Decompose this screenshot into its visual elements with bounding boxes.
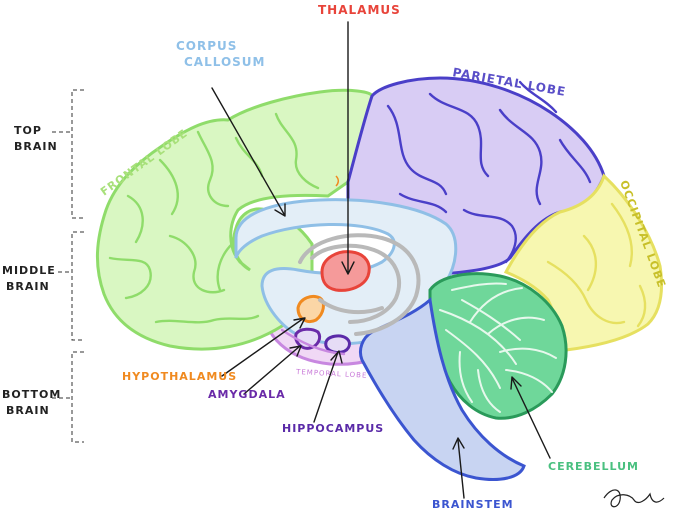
corpus-callosum-label-line2: CALLOSUM <box>184 55 266 69</box>
brainstem-pointer <box>457 439 465 499</box>
cerebellum-pointer <box>511 377 551 459</box>
artist-signature <box>603 489 665 508</box>
bottom-brain-label-line2: BRAIN <box>6 404 50 417</box>
middle-brain-label-line2: BRAIN <box>6 280 50 293</box>
hippocampus-arrowhead <box>330 350 343 364</box>
sketch-mark <box>335 175 340 187</box>
top-brain-label-line1: TOP <box>14 124 42 137</box>
corpus-callosum-label-line1: CORPUS <box>176 39 237 53</box>
amygdala-arrowhead <box>289 345 302 357</box>
brainstem-arrowhead <box>452 437 465 450</box>
amygdala-label: AMYGDALA <box>208 388 286 401</box>
amygdala-pointer <box>243 345 301 395</box>
cerebellum-arrowhead <box>510 376 522 390</box>
section-brackets <box>52 89 84 443</box>
pointer-lines <box>211 21 551 499</box>
amygdala-region <box>294 327 322 350</box>
thalamus-label: THALAMUS <box>318 3 401 17</box>
cerebellum-label: CEREBELLUM <box>548 460 639 473</box>
corpus-callosum-pointer <box>211 87 285 215</box>
hypothalamus-arrowhead <box>293 317 306 329</box>
corpus-callosum-arrowhead <box>274 203 286 217</box>
thalamus-arrowhead <box>341 261 355 275</box>
hippocampus-label: HIPPOCAMPUS <box>282 422 384 435</box>
top-brain-label-line2: BRAIN <box>14 140 58 153</box>
hypothalamus-pointer <box>221 317 305 377</box>
bottom-brain-label-line1: BOTTOM <box>2 388 61 401</box>
arbor-vitae <box>439 282 557 413</box>
gyri-lines <box>108 80 647 356</box>
brainstem-label: BRAINSTEM <box>432 498 514 511</box>
hippocampus-region <box>324 334 351 354</box>
temporal-lobe-label: TEMPORAL LOBE <box>295 368 368 380</box>
thalamus-region <box>320 250 371 292</box>
ventricle-swirls <box>298 233 421 336</box>
brainstem-region <box>358 297 526 481</box>
middle-brain-label-line1: MIDDLE <box>2 264 56 277</box>
hypothalamus-label: HYPOTHALAMUS <box>122 370 237 383</box>
hippocampus-pointer <box>313 351 339 423</box>
